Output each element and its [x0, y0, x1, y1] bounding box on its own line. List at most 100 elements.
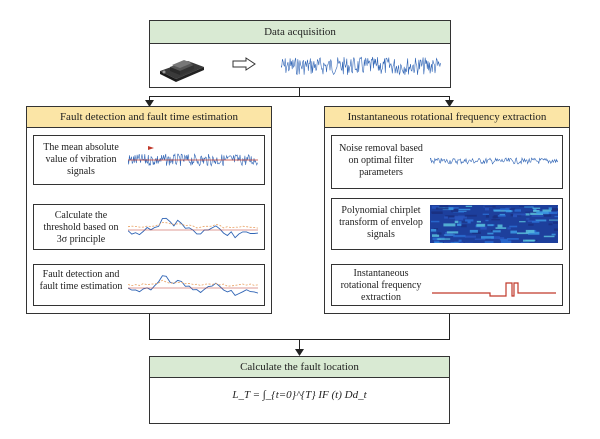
tf-cell: [457, 223, 462, 226]
tf-cell: [533, 210, 540, 212]
tf-cell: [543, 235, 555, 238]
tf-cell: [434, 242, 443, 243]
tf-cell: [519, 205, 531, 207]
tf-cell: [491, 236, 500, 240]
tf-cell: [450, 209, 459, 213]
tf-cell: [487, 224, 494, 227]
tf-cell: [531, 221, 540, 223]
tf-cell: [433, 240, 440, 243]
tf-cell: [485, 207, 489, 211]
tf-cell: [510, 230, 517, 234]
tf-cell: [492, 230, 501, 233]
rotational-frequency-plot: [432, 282, 556, 297]
denoised-signal-plot: [430, 157, 558, 165]
connector-line: [149, 314, 150, 339]
tf-cell: [523, 239, 535, 242]
tf-cell: [492, 216, 497, 219]
tf-cell: [465, 219, 474, 222]
tf-cell: [500, 208, 510, 211]
tf-cell: [531, 215, 544, 217]
tf-cell: [526, 218, 530, 220]
tf-cell: [476, 220, 481, 223]
fault-location-panel: Calculate the fault location L_T = ∫_{t=…: [149, 356, 450, 424]
tf-cell: [449, 217, 455, 219]
formula-text: L_T = ∫_{t=0}^{T} IF (t) Dd_t: [232, 389, 367, 401]
fault-step-2: Calculate the threshold based on 3σ prin…: [33, 204, 265, 250]
tf-cell: [525, 213, 530, 216]
tf-cell: [465, 205, 473, 207]
tf-cell: [450, 242, 459, 243]
tf-cell: [542, 209, 552, 213]
tf-cell: [498, 237, 505, 240]
tf-cell: [536, 211, 549, 215]
tf-cell: [464, 214, 477, 217]
tf-cell: [549, 219, 558, 221]
tf-cell: [508, 208, 516, 210]
tf-cell: [435, 207, 449, 210]
tf-cell: [431, 211, 443, 214]
connector-line: [149, 96, 450, 97]
raw-signal-trace: [281, 56, 441, 76]
tf-cell: [454, 215, 467, 219]
tf-cell: [455, 217, 464, 221]
connector-line: [299, 339, 300, 350]
tf-cell: [556, 210, 558, 214]
fault-step-2-label: Calculate the threshold based on 3σ prin…: [43, 210, 119, 245]
tf-cell: [554, 215, 558, 218]
tf-cell: [553, 221, 558, 224]
fault-location-title: Calculate the fault location: [150, 357, 449, 378]
tf-cell: [535, 219, 547, 222]
tf-cell: [509, 225, 518, 228]
tf-cell: [521, 242, 530, 243]
frequency-step-3: Instantaneous rotational frequency extra…: [331, 264, 563, 306]
tf-cell: [495, 227, 507, 229]
threshold-trace: [128, 222, 258, 229]
tf-cell: [525, 229, 535, 233]
tf-cell: [532, 207, 541, 209]
data-acquisition-panel: Data acquisition: [149, 20, 451, 88]
tf-cell: [547, 208, 558, 210]
tf-cell: [443, 223, 456, 227]
tf-cell: [493, 209, 501, 212]
mean-absolute-signal-plot: [128, 146, 258, 167]
tf-cell: [527, 220, 537, 222]
linear-stage-image: [160, 60, 204, 82]
tf-cell: [514, 209, 521, 212]
arrow-head-icon: [145, 100, 154, 107]
tf-cell: [499, 213, 506, 216]
tf-cell: [497, 215, 506, 217]
signal-trace: [128, 275, 258, 296]
signal-trace: [128, 217, 258, 239]
frequency-step-3-label: Instantaneous rotational frequency extra…: [340, 268, 422, 303]
tf-cell: [437, 232, 442, 235]
denoised-trace: [430, 157, 558, 165]
fault-step-1: The mean absolute value of vibration sig…: [33, 135, 265, 185]
frequency-step-2: Polynomial chirplet transform of envelop…: [331, 198, 563, 250]
tf-cell: [453, 211, 464, 213]
arrow-head-icon: [295, 349, 304, 356]
tf-cell: [458, 239, 462, 242]
tf-cell: [443, 241, 456, 243]
tf-cell: [458, 210, 467, 212]
fault-detection-panel: Fault detection and fault time estimatio…: [26, 106, 272, 314]
fault-step-3: Fault detection and fault time estimatio…: [33, 264, 265, 306]
tf-cell: [553, 228, 558, 231]
tf-cell: [430, 229, 437, 232]
tf-cell: [548, 223, 553, 226]
tf-cell: [456, 242, 464, 243]
vibration-trace: [128, 153, 258, 167]
tf-cell: [445, 215, 459, 218]
tf-cell: [485, 215, 490, 218]
frequency-step-1: Noise removal based on optimal filter pa…: [331, 135, 563, 189]
time-frequency-map: [430, 205, 558, 243]
frequency-extraction-panel: Instantaneous rotational frequency extra…: [324, 106, 570, 314]
connector-line: [449, 314, 450, 339]
tf-cell: [548, 211, 558, 214]
fault-step-3-label: Fault detection and fault time estimatio…: [39, 269, 123, 292]
tf-cell: [491, 219, 501, 221]
hollow-arrow-icon: [232, 57, 256, 71]
tf-cell: [472, 231, 481, 234]
tf-cell: [505, 207, 512, 209]
tf-cell: [507, 227, 511, 230]
raw-vibration-signal: [281, 56, 441, 76]
